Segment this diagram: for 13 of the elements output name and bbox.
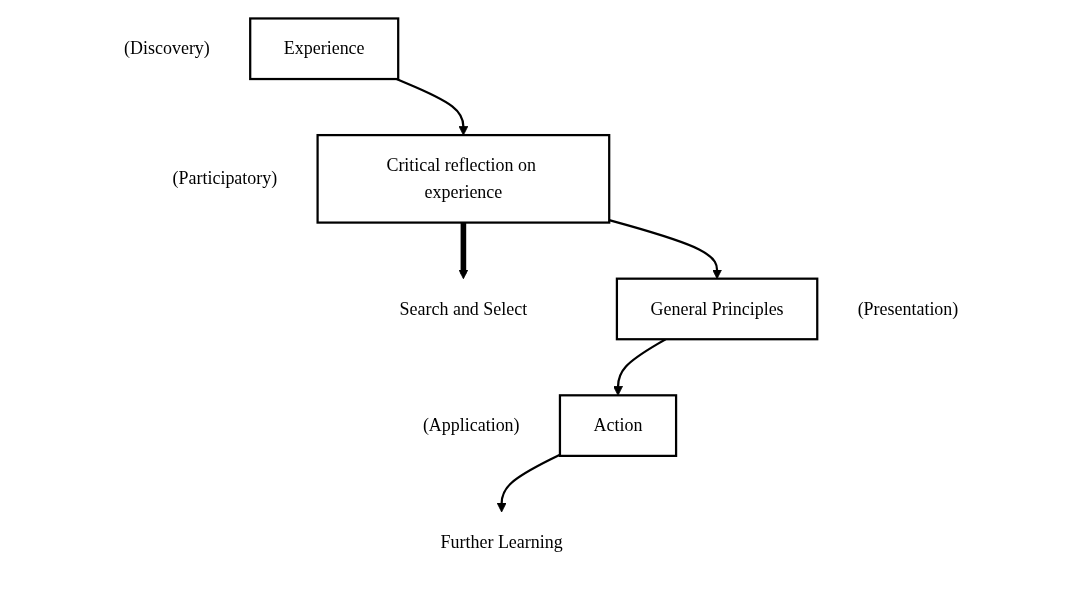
node-label: (Participatory)	[172, 168, 278, 188]
node-box: Action	[558, 394, 677, 457]
arrow	[458, 222, 469, 280]
arrow	[496, 453, 561, 513]
node-box: Experience	[248, 17, 400, 81]
node-label: (Application)	[422, 415, 520, 435]
node-text: Further Learning	[440, 532, 563, 552]
node-text: Search and Select	[399, 298, 527, 318]
node-box: Critical reflection on experience	[316, 134, 611, 224]
node-label: (Presentation)	[857, 298, 959, 318]
arrow	[395, 78, 469, 136]
node-box: General Principles	[615, 277, 819, 341]
node-label: (Discovery)	[123, 38, 210, 58]
